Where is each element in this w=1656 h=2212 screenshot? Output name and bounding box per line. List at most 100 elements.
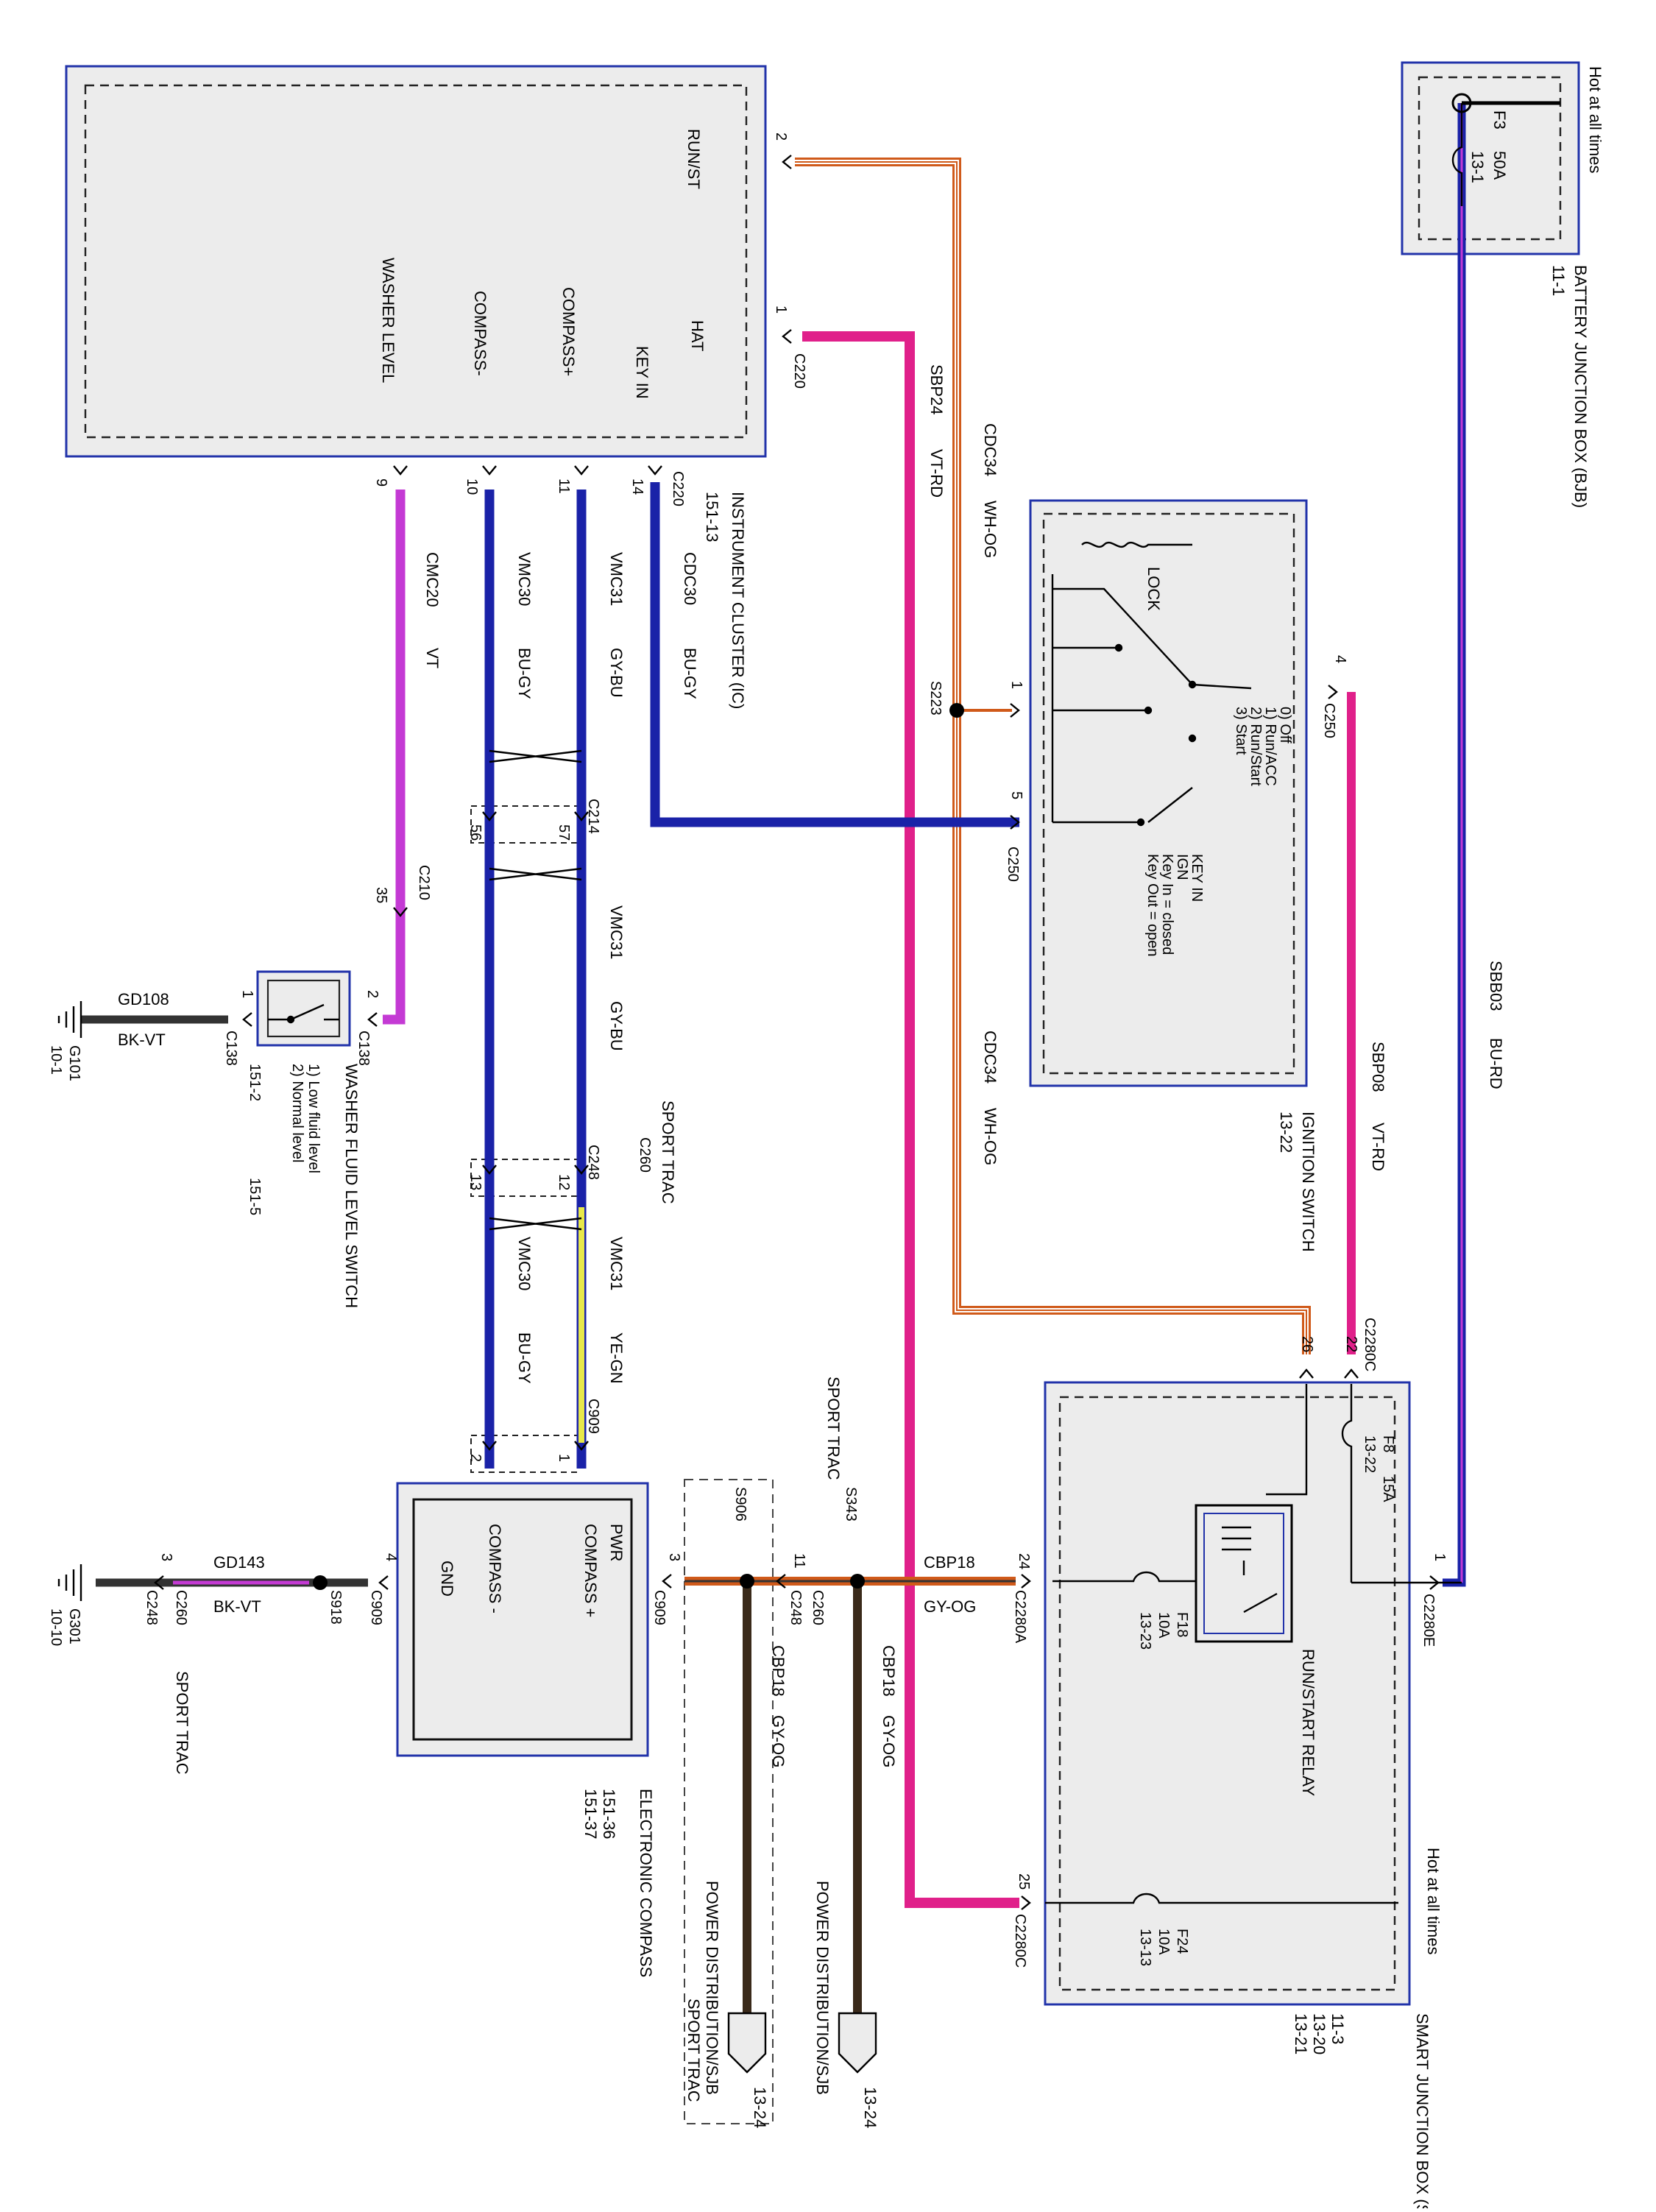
- wire-label-cdc34b: CDC34: [981, 1031, 999, 1084]
- ign-name: IGNITION SWITCH: [1299, 1112, 1317, 1252]
- ic-pin-run-st: RUN/ST: [684, 129, 703, 189]
- conn-c909c: C909: [368, 1590, 384, 1625]
- ignition-internals: [1051, 541, 1252, 827]
- fuse-f24-rating: 10A: [1156, 1929, 1172, 1955]
- ground-g301: G301: [66, 1608, 82, 1644]
- svg-text:11: 11: [791, 1553, 807, 1569]
- washer-switch-internals: [268, 1003, 339, 1024]
- ic-pin-compass-plus: COMPASS+: [559, 287, 578, 376]
- splice-dots: [313, 703, 964, 1590]
- wire-label-cmc20: CMC20: [423, 552, 442, 607]
- ic-name: INSTRUMENT CLUSTER (IC): [729, 492, 747, 709]
- wire-label-cmc20-color: VT: [423, 648, 442, 668]
- ic-ref: 151-13: [703, 492, 721, 543]
- conn-c248b: C248: [788, 1590, 804, 1625]
- bjb-fuse-rating: 50A: [1490, 151, 1509, 180]
- fuse-f8-ref: 13-22: [1362, 1435, 1378, 1473]
- splice-s223: S223: [927, 681, 944, 715]
- wire-label-cbp18-pd2-color: GY-OG: [769, 1715, 788, 1767]
- compass-box: [396, 1482, 649, 1757]
- wire-label-cdc30: CDC30: [681, 552, 699, 605]
- fuse-f18: F18: [1174, 1612, 1190, 1637]
- fuse-f8: F8: [1380, 1435, 1396, 1452]
- washer-switch-box: [256, 970, 351, 1047]
- compass-pin-pwr: PWR: [607, 1524, 626, 1561]
- svg-text:12: 12: [556, 1174, 572, 1190]
- wire-label-vmc30-color: BU-GY: [515, 648, 534, 699]
- conn-c138: C138: [355, 1031, 372, 1066]
- wire-label-gd143-color: BK-VT: [213, 1597, 261, 1616]
- svg-text:24: 24: [1016, 1553, 1032, 1569]
- sjb-name: SMART JUNCTION BOX (SJB): [1413, 2013, 1432, 2208]
- wire-label-vmc31-ye-gn-color: YE-GN: [607, 1332, 626, 1384]
- wire-label-sbp08: SBP08: [1369, 1042, 1387, 1092]
- wire-label-vmc31-color: GY-BU: [607, 648, 626, 698]
- wire-label-vmc30b: VMC30: [515, 1237, 534, 1290]
- ign-lock: LOCK: [1144, 567, 1163, 611]
- wire-label-sbp24: SBP24: [927, 364, 946, 415]
- fuse-f18-ref: 13-23: [1137, 1612, 1153, 1650]
- conn-c138b: C138: [223, 1031, 239, 1066]
- svg-text:25: 25: [1016, 1873, 1032, 1890]
- ign-key-in-3: Key Out = open: [1144, 854, 1161, 957]
- wire-label-gd143: GD143: [213, 1553, 265, 1572]
- wire-cdc30: [650, 482, 1019, 827]
- conn-c250b: C250: [1005, 847, 1021, 882]
- washer-ref-0: 151-2: [247, 1064, 263, 1101]
- ign-key-in-1: IGN: [1174, 854, 1190, 880]
- svg-text:10: 10: [464, 478, 480, 495]
- svg-text:1: 1: [239, 990, 255, 998]
- wire-label-cbp18-color: GY-OG: [924, 1597, 976, 1616]
- wire-label-sbp08-color: VT-RD: [1369, 1123, 1387, 1171]
- pd-connectors: [727, 2012, 877, 2074]
- svg-text:56: 56: [467, 824, 484, 841]
- twisted-pair-marks: [489, 749, 582, 1231]
- conn-c220: C220: [791, 353, 807, 389]
- wire-label-vmc31b-color: GY-BU: [607, 1001, 626, 1051]
- svg-text:1: 1: [773, 305, 789, 314]
- instrument-cluster-box: [65, 65, 767, 458]
- svg-text:22: 22: [1343, 1336, 1359, 1352]
- conn-c260b: C260: [810, 1590, 826, 1625]
- svg-text:5: 5: [1008, 791, 1025, 799]
- wire-label-vmc30: VMC30: [515, 552, 534, 606]
- bjb-ref: 11-1: [1549, 265, 1568, 296]
- ground-g101-ref: 10-1: [48, 1045, 64, 1075]
- run-start-relay: [1195, 1504, 1293, 1643]
- svg-text:57: 57: [556, 824, 572, 841]
- washer-state-2: 2) Normal level: [289, 1064, 305, 1162]
- conn-c2280c: C2280C: [1362, 1318, 1378, 1371]
- compass-pin-compass-minus: COMPASS -: [486, 1524, 504, 1614]
- ign-key-in-2: Key In = closed: [1159, 854, 1175, 955]
- wire-label-vmc31b: VMC31: [607, 905, 626, 959]
- pd-label-2: POWER DISTRIBUTION/SJB: [703, 1881, 721, 2095]
- ign-pos-1: 1) Run/ACC: [1262, 707, 1278, 786]
- conn-c2280e: C2280E: [1420, 1594, 1437, 1647]
- svg-text:11: 11: [556, 478, 572, 494]
- wire-label-cdc34b-color: WH-OG: [981, 1108, 999, 1165]
- conn-c2280c-b: C2280C: [1012, 1914, 1028, 1968]
- conn-c260: C260: [637, 1137, 653, 1173]
- wire-label-vmc30b-color: BU-GY: [515, 1332, 534, 1384]
- ground-g101: G101: [66, 1045, 82, 1081]
- svg-text:1: 1: [556, 1454, 572, 1462]
- conn-c210: C210: [416, 865, 432, 900]
- washer-state-1: 1) Low fluid level: [305, 1064, 322, 1173]
- wire-sbb03: [1443, 103, 1466, 1587]
- compass-ref-0: 151-36: [600, 1789, 618, 1840]
- svg-text:13: 13: [467, 1174, 484, 1190]
- pd-ref-1: 13-24: [861, 2087, 880, 2128]
- svg-text:3: 3: [158, 1553, 174, 1561]
- wire-label-sbp24-color: VT-RD: [927, 449, 946, 498]
- wire-cdc34: [795, 158, 1311, 1354]
- compass-pin-gnd: GND: [438, 1561, 456, 1597]
- ic-pin-key-in: KEY IN: [633, 346, 651, 399]
- ground-g301-ref: 10-10: [48, 1608, 64, 1646]
- wire-label-cdc30-color: BU-GY: [681, 648, 699, 699]
- splice-s918: S918: [328, 1590, 344, 1625]
- ign-pos-3: 3) Start: [1233, 707, 1249, 755]
- wire-cmc20: [383, 490, 406, 1025]
- svg-text:14: 14: [629, 478, 645, 495]
